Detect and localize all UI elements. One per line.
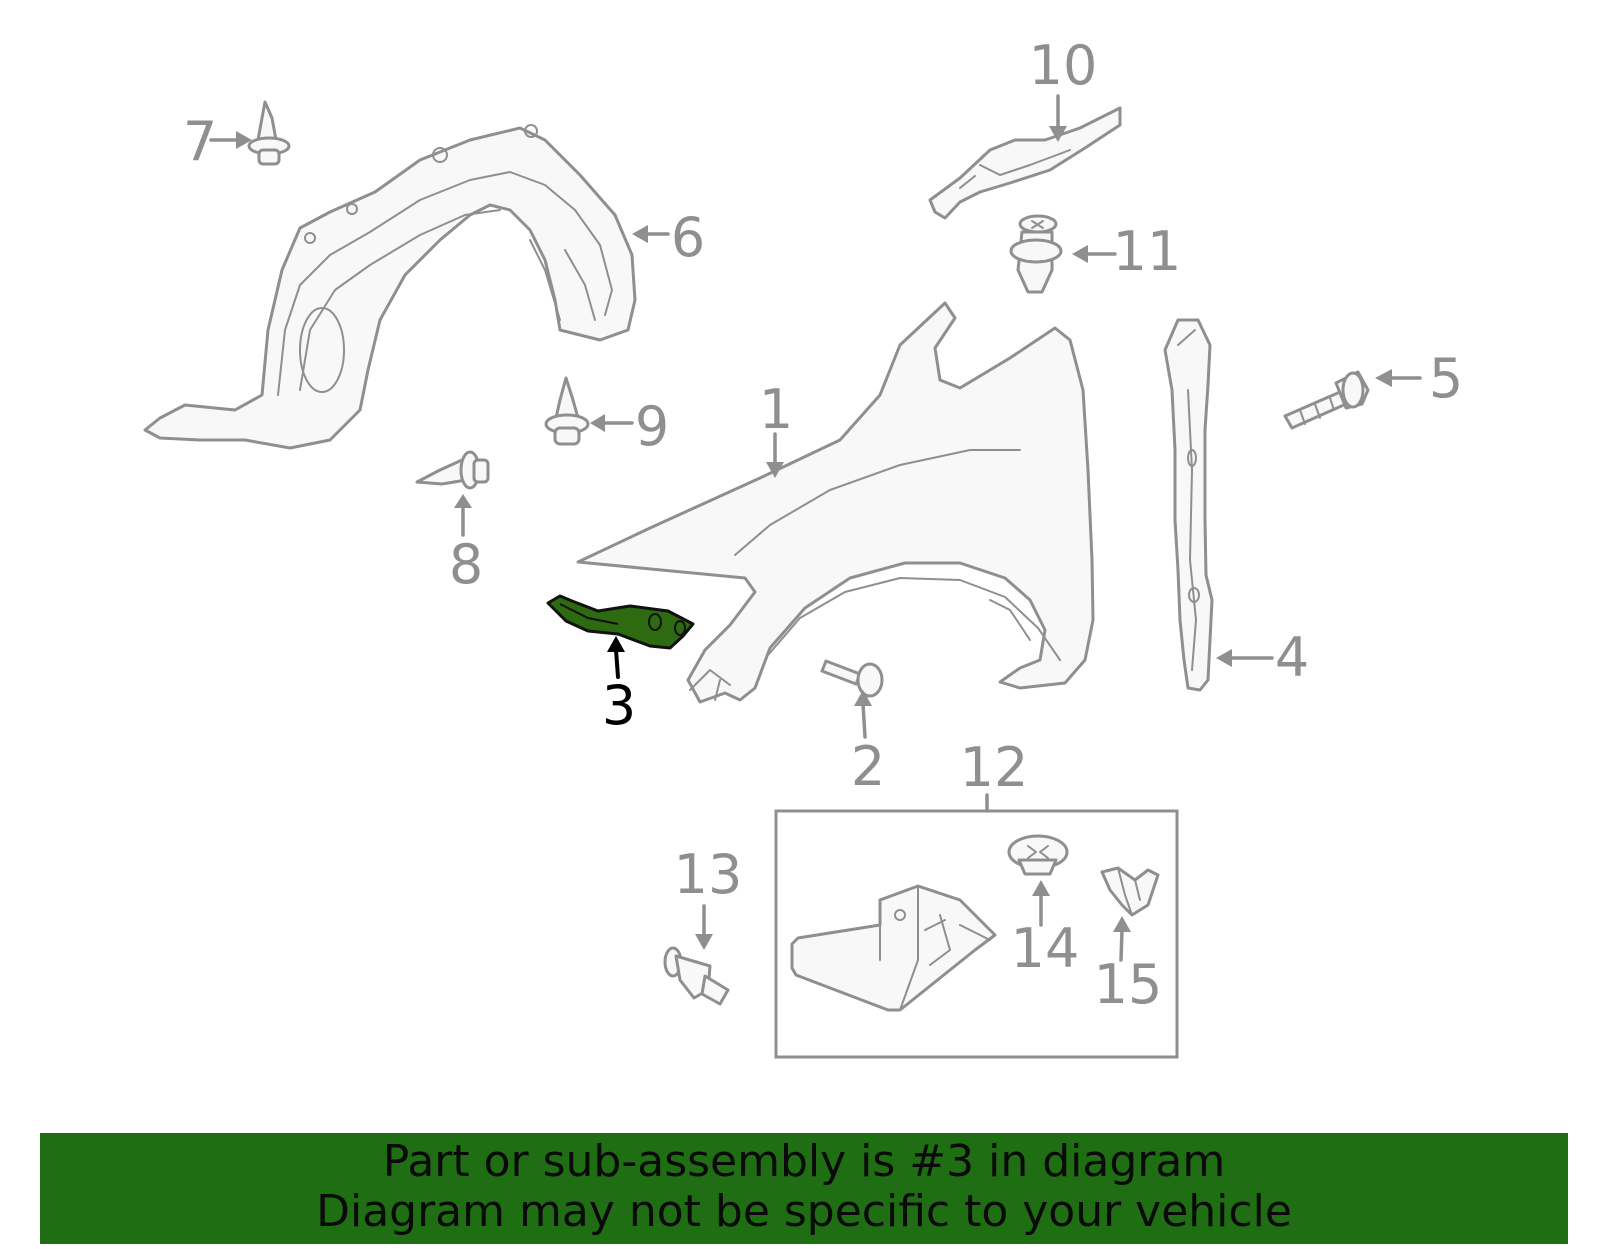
banner-line-disclaimer: Diagram may not be specific to your vehi… — [316, 1186, 1292, 1237]
callout-13: 13 — [674, 843, 743, 906]
banner-line-part: Part or sub-assembly is #3 in diagram — [382, 1136, 1226, 1187]
callout-10: 10 — [1029, 34, 1098, 97]
callout-1: 1 — [759, 378, 793, 441]
part-4-reinforcement[interactable] — [1163, 318, 1214, 692]
part-14-clip-cap[interactable] — [1007, 834, 1069, 876]
part-10-support[interactable] — [928, 106, 1122, 220]
callout-6: 6 — [671, 206, 705, 269]
part-9-push-clip[interactable] — [544, 376, 590, 446]
info-banner: Part or sub-assembly is #3 in diagram Di… — [40, 1133, 1568, 1244]
part-6-fender-liner[interactable] — [143, 124, 637, 450]
part-13-push-clip[interactable] — [663, 946, 730, 1006]
callout-11: 11 — [1113, 220, 1182, 283]
part-11-clip[interactable] — [1009, 214, 1063, 294]
callout-15: 15 — [1094, 953, 1163, 1016]
part-3-bracket-highlighted[interactable] — [546, 594, 695, 650]
part-15-retainer-clip[interactable] — [1100, 866, 1160, 917]
part-12-mud-flap[interactable] — [790, 884, 997, 1012]
callout-7: 7 — [183, 110, 217, 173]
part-8-push-clip[interactable] — [415, 450, 490, 490]
callout-9: 9 — [635, 395, 669, 458]
callout-14: 14 — [1011, 917, 1080, 980]
part-1-fender[interactable] — [576, 301, 1095, 704]
part-2-bolt[interactable] — [820, 659, 884, 698]
callout-12: 12 — [960, 736, 1029, 799]
callout-labels: 1 2 3 4 5 6 7 8 9 10 11 12 13 14 15 — [183, 34, 1463, 1016]
callout-3: 3 — [602, 674, 636, 737]
part-7-push-clip[interactable] — [247, 100, 291, 166]
leader-arrows — [209, 94, 1422, 962]
callout-4: 4 — [1275, 626, 1309, 689]
part-5-bolt[interactable] — [1283, 370, 1370, 430]
leader-arrow-3 — [607, 636, 625, 679]
callout-8: 8 — [449, 533, 483, 596]
callout-2: 2 — [851, 735, 885, 798]
callout-5: 5 — [1429, 347, 1463, 410]
